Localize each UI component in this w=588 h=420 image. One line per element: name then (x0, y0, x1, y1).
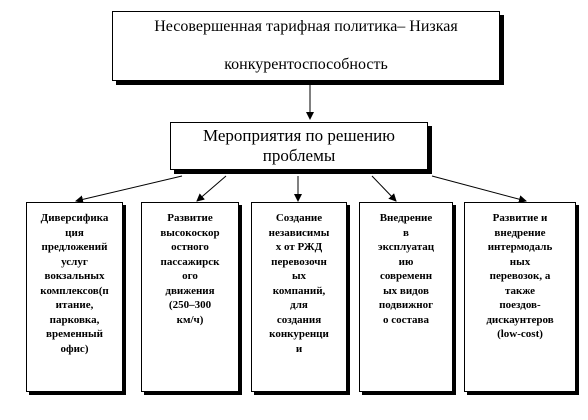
measure-box-diversification: Диверсифика ция предложений услуг вокзал… (26, 202, 123, 392)
measure-line: компаний, (272, 284, 326, 297)
measure-line: Диверсифика (40, 212, 109, 224)
measure-line: пассажирск (160, 255, 220, 268)
measure-line: временный (46, 328, 103, 340)
measure-line: независимы (268, 226, 330, 239)
problem-text-line-1: Несовершенная тарифная политика– Низкая (154, 18, 458, 35)
measure-line: ых видов (383, 284, 429, 297)
measure-line: х от РЖД (275, 241, 323, 253)
measure-line: также (504, 284, 536, 297)
measure-line: вокзальных (44, 270, 105, 282)
arrow-to-child-1 (75, 175, 183, 204)
measure-line: и (295, 342, 303, 355)
measure-line: парковка, (49, 313, 100, 326)
measure-line: подвижног (378, 299, 434, 311)
measure-text: Развитие высокоскор остного пассажирск о… (160, 211, 219, 327)
measures-text-line-2: проблемы (262, 146, 336, 165)
measure-line: конкуренци (269, 328, 329, 340)
measure-line: ого (182, 270, 198, 282)
measure-line: км/ч) (176, 313, 204, 326)
measure-line: современн (379, 270, 433, 282)
measure-text: Внедрение в эксплуатац ию современн ых в… (378, 211, 434, 327)
measure-line: создания (276, 313, 322, 326)
measure-line: итание, (55, 299, 94, 311)
measure-line: интермодаль (487, 241, 553, 253)
arrow-to-child-5 (431, 175, 527, 204)
measure-line: офис) (60, 342, 89, 355)
measure-line: ию (398, 255, 414, 268)
measures-text-line-1: Мероприятия по решению (203, 126, 395, 145)
measure-line: ных (509, 255, 531, 268)
problem-box: Несовершенная тарифная политика– Низкая … (112, 11, 500, 81)
measure-line: в (403, 226, 409, 239)
measure-line: Создание (275, 212, 323, 224)
measure-line: (250–300 (168, 299, 212, 311)
measure-line: ция (65, 226, 84, 239)
measure-line: Внедрение (379, 212, 433, 224)
measure-box-independent-carriers: Создание независимы х от РЖД перевозочн … (251, 202, 347, 392)
measure-box-rolling-stock: Внедрение в эксплуатац ию современн ых в… (359, 202, 453, 392)
measures-box: Мероприятия по решению проблемы (170, 122, 428, 170)
measure-line: услуг (61, 255, 88, 268)
measure-box-intermodal: Развитие и внедрение интермодаль ных пер… (464, 202, 576, 392)
measure-line: эксплуатац (377, 241, 435, 253)
measure-line: движения (165, 284, 215, 297)
arrow-to-child-2 (196, 175, 227, 202)
measure-line: дискаунтеров (486, 313, 554, 326)
measure-text: Создание независимы х от РЖД перевозочн … (269, 211, 330, 356)
measure-line: о состава (383, 313, 429, 326)
measure-line: высокоскор (160, 226, 220, 239)
problem-text-line-2: конкурентоспособность (224, 56, 388, 73)
arrow-to-child-4 (371, 175, 397, 202)
measure-line: остного (171, 241, 209, 253)
measure-line: внедрение (494, 226, 546, 239)
measure-line: перевозок, а (489, 270, 551, 282)
measure-line: поездов- (499, 299, 541, 311)
measure-line: ых (291, 270, 307, 282)
measure-line: (low-cost) (497, 328, 543, 340)
measure-line: Развитие и (492, 212, 548, 224)
measure-text: Развитие и внедрение интермодаль ных пер… (486, 211, 553, 342)
measure-line: предложений (41, 241, 108, 253)
measure-line: перевозочн (271, 255, 327, 268)
measure-line: комплексов(п (40, 284, 109, 297)
measure-line: Развитие (167, 212, 213, 224)
measure-line: для (290, 299, 308, 311)
measure-box-high-speed: Развитие высокоскор остного пассажирск о… (141, 202, 239, 392)
measure-text: Диверсифика ция предложений услуг вокзал… (40, 211, 108, 356)
